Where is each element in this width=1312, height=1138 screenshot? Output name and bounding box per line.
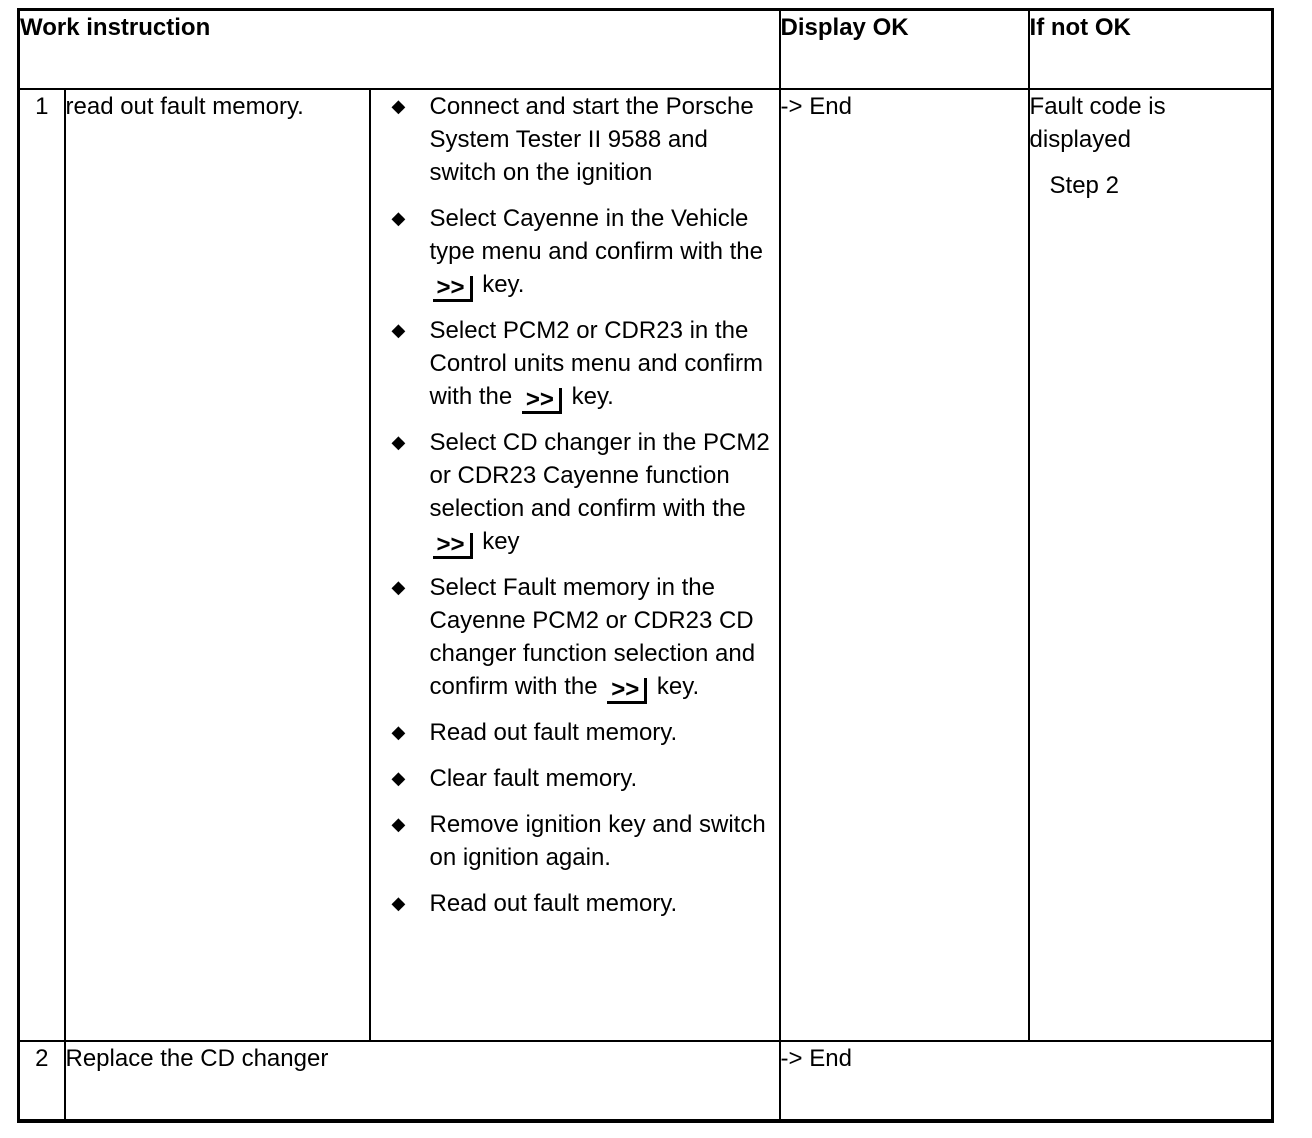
step-text: Clear fault memory. xyxy=(429,764,638,792)
next-key-symbol: >> xyxy=(432,532,473,559)
row1-instruction: read out fault memory. xyxy=(63,87,371,1042)
step-text: Select PCM2 or CDR23 in the Control unit… xyxy=(429,316,763,414)
if-not-ok-step: Step 2 xyxy=(1049,171,1119,199)
step-text: Read out fault memory. xyxy=(429,718,678,746)
next-key-symbol: >> xyxy=(607,677,648,704)
step-item: ◆ Read out fault memory. xyxy=(372,887,778,920)
diamond-bullet-icon: ◆ xyxy=(391,207,406,228)
step-item: ◆ Select CD changer in the PCM2 or CDR23 … xyxy=(372,426,778,559)
table-row: 2 Replace the CD changer -> End xyxy=(17,1039,1275,1123)
step-text: Select Cayenne in the Vehicle type menu … xyxy=(429,204,764,302)
diamond-bullet-icon: ◆ xyxy=(391,95,406,116)
next-key-symbol: >> xyxy=(432,275,473,302)
diamond-bullet-icon: ◆ xyxy=(391,767,406,788)
row2-instruction: Replace the CD changer xyxy=(63,1039,781,1123)
step-text: Read out fault memory. xyxy=(429,889,678,917)
header-if-not-ok: If not OK xyxy=(1027,8,1275,90)
step-item: ◆ Read out fault memory. xyxy=(372,716,778,749)
step-text: Connect and start the Porsche System Tes… xyxy=(429,92,754,186)
row2-display-ok: -> End xyxy=(778,1039,1275,1123)
if-not-ok-text: Fault code is displayed xyxy=(1029,92,1166,153)
step-item: ◆ Select PCM2 or CDR23 in the Control uni… xyxy=(372,314,778,414)
step-item: ◆ Remove ignition key and switch on ignit… xyxy=(372,808,778,874)
row1-step-number: 1 xyxy=(17,87,66,1042)
diamond-bullet-icon: ◆ xyxy=(391,431,406,452)
step-text: Select CD changer in the PCM2 or CDR23 C… xyxy=(429,428,770,559)
step-item: ◆ Clear fault memory. xyxy=(372,762,778,795)
diamond-bullet-icon: ◆ xyxy=(391,319,406,340)
next-key-symbol: >> xyxy=(521,387,562,414)
step-item: ◆ Connect and start the Porsche System Te… xyxy=(372,91,778,189)
diamond-bullet-icon: ◆ xyxy=(391,892,406,913)
diamond-bullet-icon: ◆ xyxy=(391,721,406,742)
header-row: Work instruction Display OK If not OK xyxy=(16,8,1275,90)
header-display-ok: Display OK xyxy=(778,8,1030,90)
diamond-bullet-icon: ◆ xyxy=(391,576,406,597)
row2-step-number: 2 xyxy=(17,1039,66,1123)
table-row: 1 read out fault memory. ◆ Connect and st… xyxy=(17,87,1275,1042)
diamond-bullet-icon: ◆ xyxy=(391,813,406,834)
header-work-instruction: Work instruction xyxy=(16,8,781,90)
steps-list: ◆ Connect and start the Porsche System Te… xyxy=(372,91,778,920)
row1-display-ok: -> End xyxy=(778,87,1030,1042)
work-instruction-table: Work instruction Display OK If not OK 1 … xyxy=(16,8,1275,1123)
step-item: ◆ Select Fault memory in the Cayenne PCM2… xyxy=(372,571,778,704)
step-text: Remove ignition key and switch on igniti… xyxy=(429,810,766,871)
row1-if-not-ok: Fault code is displayed Step 2 xyxy=(1027,87,1275,1042)
step-text: Select Fault memory in the Cayenne PCM2 … xyxy=(429,573,756,704)
step-item: ◆ Select Cayenne in the Vehicle type menu… xyxy=(372,202,778,302)
row1-steps-cell: ◆ Connect and start the Porsche System Te… xyxy=(368,87,781,1042)
